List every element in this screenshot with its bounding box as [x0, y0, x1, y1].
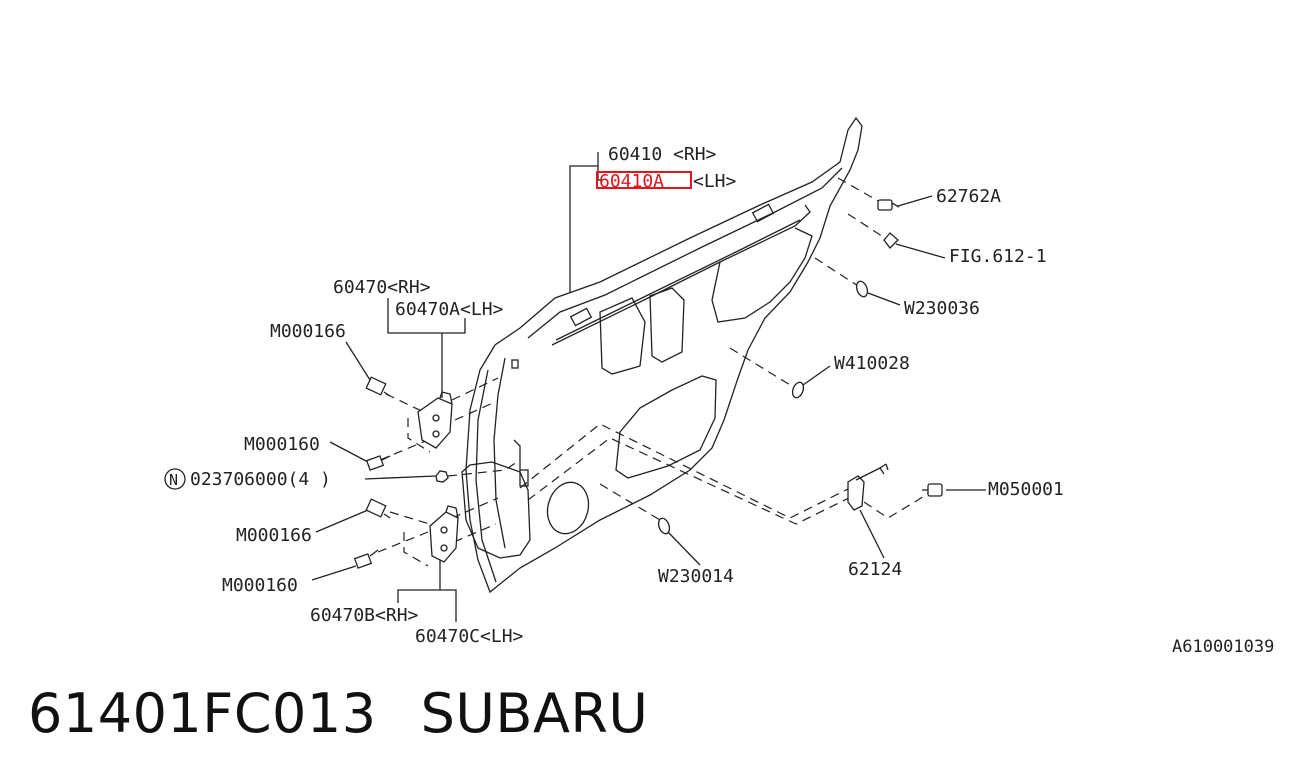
label-62762a: 62762A — [936, 186, 1001, 207]
plug-w410028 — [791, 381, 805, 399]
label-60410a-lh: <LH> — [693, 171, 737, 192]
label-w230036: W230036 — [904, 298, 980, 319]
bolt-m000160-upper — [365, 455, 391, 471]
label-023706000: 023706000(4 ) — [190, 469, 331, 490]
label-60470a: 60470A<LH> — [395, 299, 504, 320]
highlight-box — [596, 171, 692, 189]
plug-w230014 — [657, 517, 671, 535]
label-w230014: W230014 — [658, 566, 734, 587]
bolt-m000160-lower — [353, 549, 379, 569]
part-number: 61401FC013 — [28, 682, 377, 745]
lower-hinge — [429, 505, 459, 563]
label-m000160-lower: M000160 — [222, 575, 298, 596]
brand-name: SUBARU — [420, 682, 649, 745]
callout-labels: 60410 <RH> 60410A <LH> 62762A FIG.612-1 … — [164, 144, 1274, 657]
clip-62762a — [877, 199, 900, 211]
diagram-reference: A610001039 — [1172, 637, 1274, 657]
parts-diagram: 60410 <RH> 60410A <LH> 62762A FIG.612-1 … — [164, 116, 1274, 657]
label-60470: 60470<RH> — [333, 277, 431, 298]
hardware-parts — [353, 199, 943, 569]
bolt-m000166-upper — [365, 376, 391, 397]
leader-lines — [311, 152, 986, 622]
label-60410a[interactable]: 60410A — [599, 171, 664, 192]
nut-symbol-letter: N — [169, 471, 178, 489]
label-m000166-upper: M000166 — [270, 321, 346, 342]
label-fig-612-1[interactable]: FIG.612-1 — [949, 246, 1047, 267]
label-m050001: M050001 — [988, 479, 1064, 500]
label-m000160-upper: M000160 — [244, 434, 320, 455]
label-62124: 62124 — [848, 559, 902, 580]
plug-w230036 — [855, 280, 869, 298]
label-60470c: 60470C<LH> — [415, 626, 524, 647]
label-w410028: W410028 — [834, 353, 910, 374]
door-panel — [461, 116, 863, 594]
label-60470b: 60470B<RH> — [310, 605, 419, 626]
label-60410: 60410 <RH> — [608, 144, 717, 165]
nut-symbol-circle — [164, 468, 186, 490]
bolt-m050001 — [922, 483, 943, 497]
upper-hinge — [417, 391, 453, 449]
label-m000166-lower: M000166 — [236, 525, 312, 546]
fig-612-plug — [883, 232, 899, 249]
bolt-m000166-lower — [365, 498, 391, 519]
nut-023706000 — [435, 470, 449, 483]
door-checker-62124 — [847, 463, 889, 511]
part-caption: 61401FC013 SUBARU — [28, 682, 648, 745]
